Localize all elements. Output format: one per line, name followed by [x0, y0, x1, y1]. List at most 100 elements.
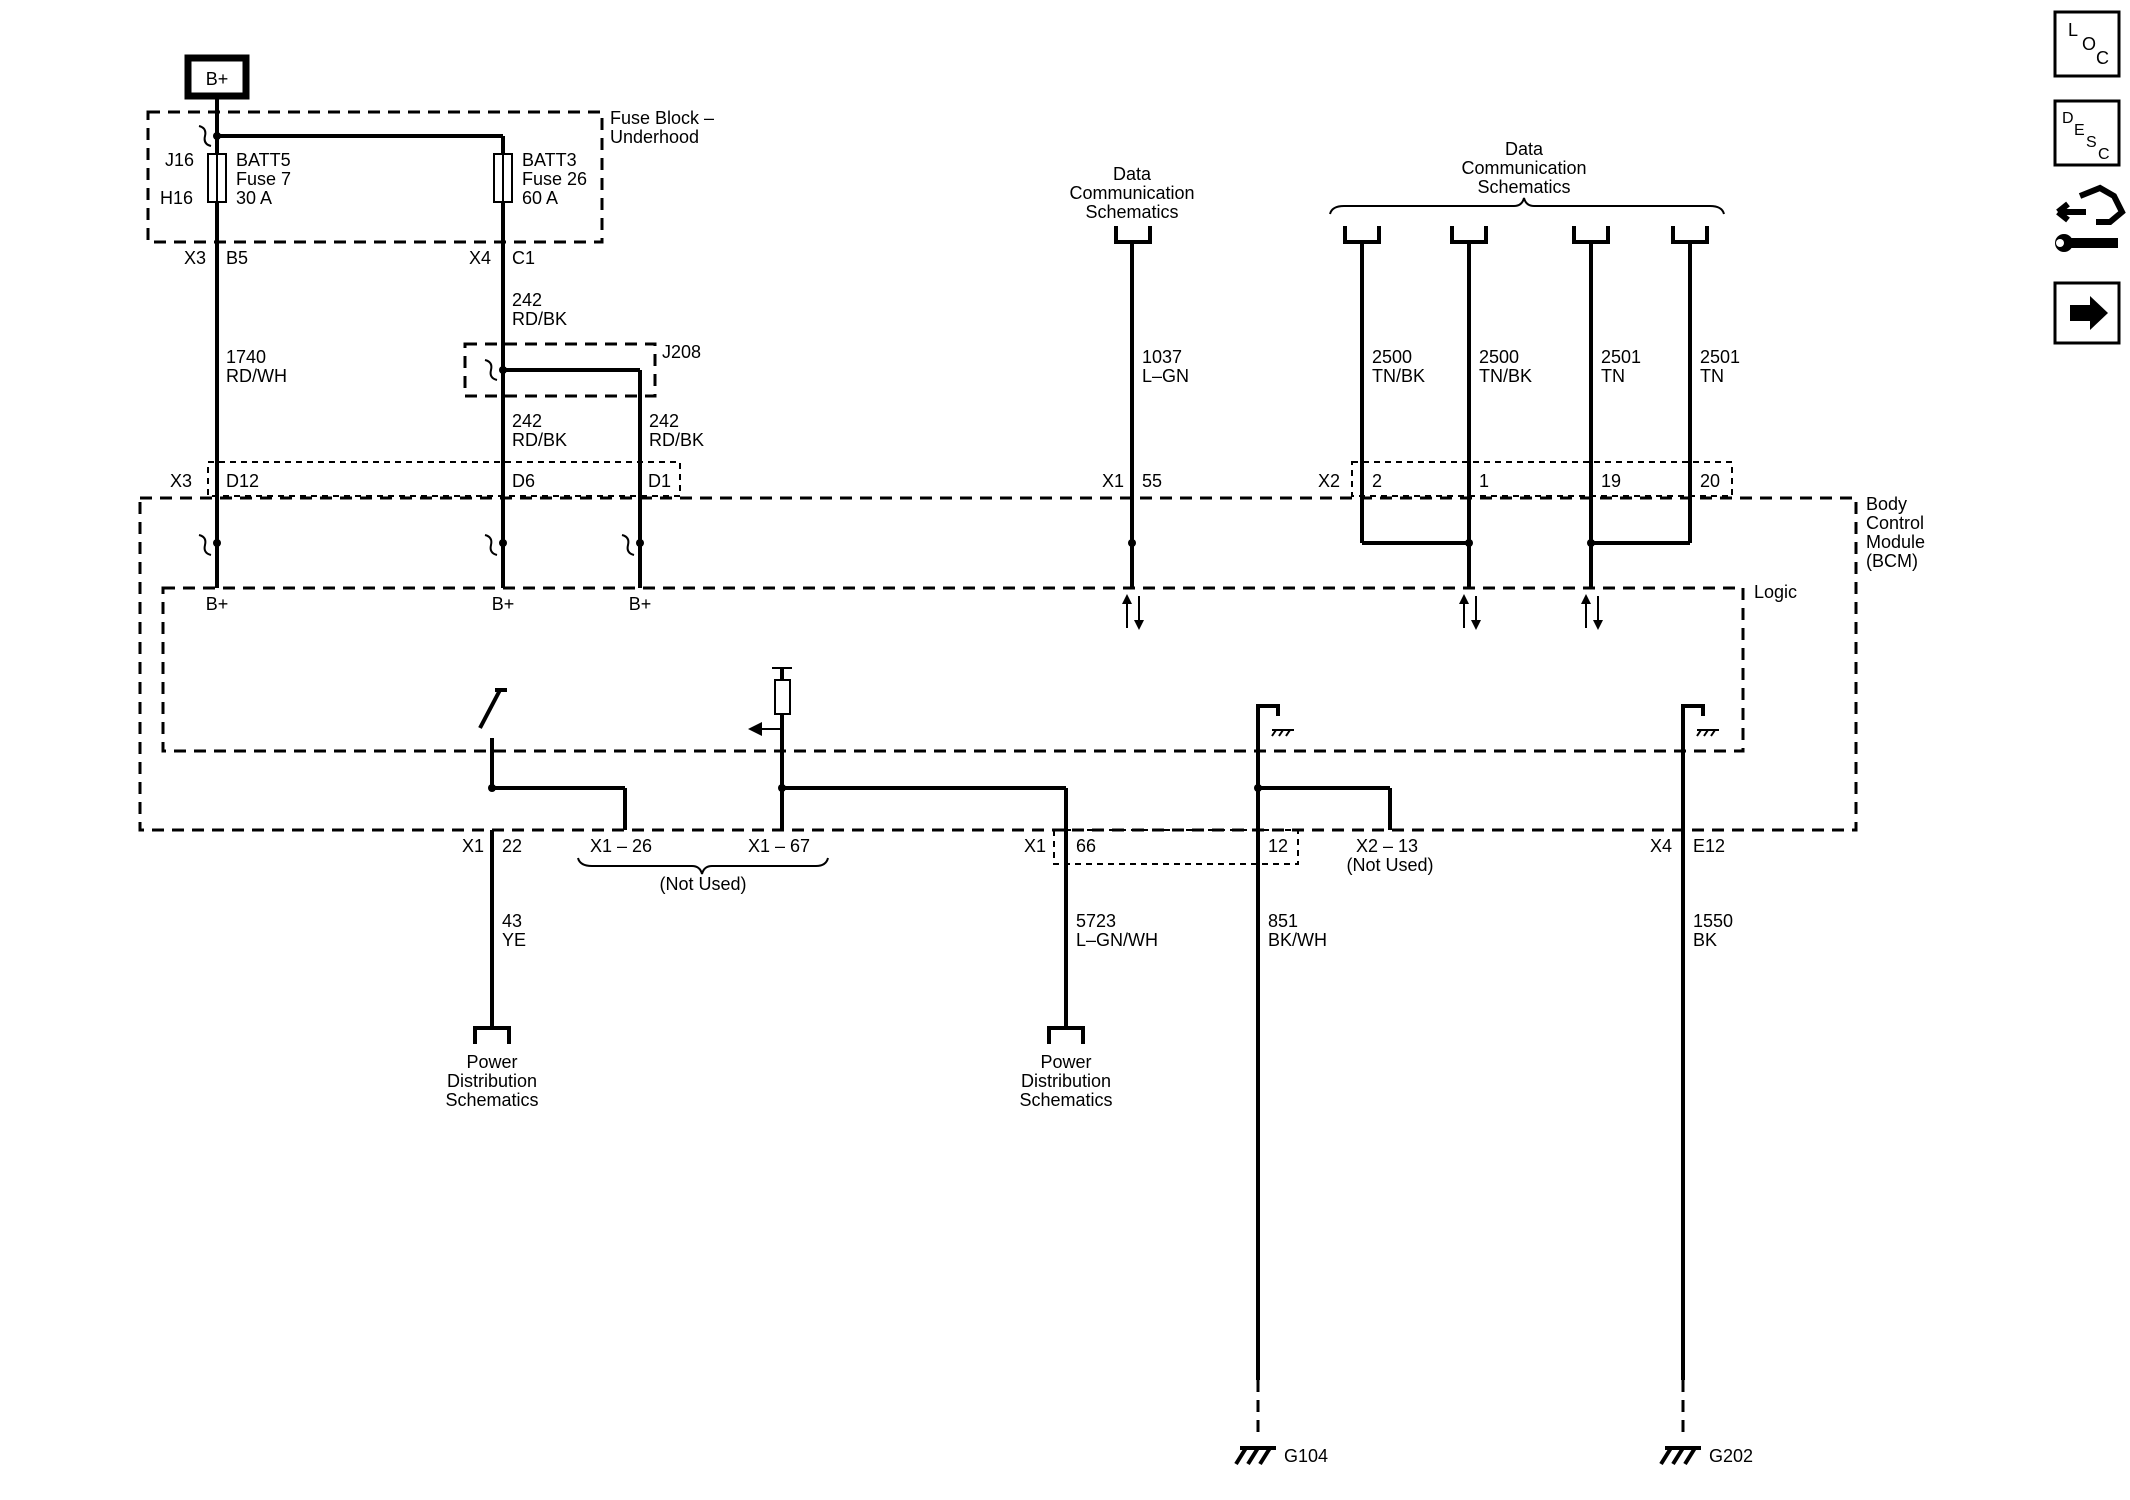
b-plus-input-1: B+ [206, 594, 229, 614]
wire-851-number: 851 [1268, 911, 1298, 931]
batt3-label-3: 60 A [522, 188, 558, 208]
pullup-resistor [774, 679, 791, 715]
repair-hand-wrench-icon[interactable] [2055, 184, 2126, 252]
not-used-label-2: (Not Used) [1346, 855, 1433, 875]
wire-5723-number: 5723 [1076, 911, 1116, 931]
wire-5723-color: L–GN/WH [1076, 930, 1158, 950]
pds2-reference [1047, 1026, 1085, 1044]
wire-242c-color: RD/BK [649, 430, 704, 450]
wire-2501b-color: TN [1700, 366, 1724, 386]
bcm-label-3: Module [1866, 532, 1925, 552]
x2-connector [1351, 461, 1733, 497]
wire-2500b-number: 2500 [1479, 347, 1519, 367]
desc-button[interactable]: D E S C [2053, 99, 2121, 167]
wire-851-color: BK/WH [1268, 930, 1327, 950]
pin-1: 1 [1479, 471, 1489, 491]
b-plus-input-3: B+ [629, 594, 652, 614]
wire-43-color: YE [502, 930, 526, 950]
splice-2500 [1465, 539, 1473, 547]
pds1-reference [473, 1026, 511, 1044]
fuse-block-label-1: Fuse Block – [610, 108, 714, 128]
b-plus-box-label: B+ [206, 69, 229, 89]
wire-242a-number: 242 [512, 290, 542, 310]
dcs2-label-2: Communication [1461, 158, 1586, 178]
dcs1-reference [1114, 226, 1152, 244]
bcm-label-1: Body [1866, 494, 1907, 514]
batt5-label-3: 30 A [236, 188, 272, 208]
g104-label: G104 [1284, 1446, 1328, 1466]
desc-letter-c: C [2098, 146, 2110, 163]
wire-2500b-color: TN/BK [1479, 366, 1532, 386]
pds1-label-2: Distribution [447, 1071, 537, 1091]
b-plus-input-2: B+ [492, 594, 515, 614]
desc-icon[interactable] [2053, 99, 2121, 167]
wire-1740-color: RD/WH [226, 366, 287, 386]
wire-242c-number: 242 [649, 411, 679, 431]
output-switch-blade [478, 689, 502, 729]
wire-242b-color: RD/BK [512, 430, 567, 450]
bcm-ground-2-icon [1696, 729, 1719, 737]
bcm-conn-mark-2 [484, 534, 498, 556]
not-used-label-1: (Not Used) [659, 874, 746, 894]
bcm-outline [138, 496, 1858, 832]
next-page-button[interactable] [2053, 281, 2121, 345]
pin-e12: E12 [1693, 836, 1725, 856]
batt3-label-1: BATT3 [522, 150, 577, 170]
loc-button[interactable]: L O C [2053, 10, 2121, 78]
bcm-conn-mark-1 [198, 534, 212, 556]
wire-1550-color: BK [1693, 930, 1717, 950]
bcm-node-1 [213, 539, 221, 547]
wire-1037-number: 1037 [1142, 347, 1182, 367]
pin-d12: D12 [226, 471, 259, 491]
wire-242a-color: RD/BK [512, 309, 567, 329]
wire-2501a-color: TN [1601, 366, 1625, 386]
pin-66: 66 [1076, 836, 1096, 856]
x3-connector [207, 461, 681, 497]
x1-22-label: X1 [462, 836, 484, 856]
x1-66-label: X1 [1024, 836, 1046, 856]
dcs2-ref-3 [1572, 226, 1610, 244]
wire-2501a-number: 2501 [1601, 347, 1641, 367]
desc-letter-e: E [2074, 122, 2085, 139]
pds1-label-3: Schematics [445, 1090, 538, 1110]
h16-label: H16 [160, 188, 193, 208]
desc-letter-d: D [2062, 110, 2074, 127]
wire-2501b-number: 2501 [1700, 347, 1740, 367]
x3-top-label: X3 [184, 248, 206, 268]
splice-2501 [1587, 539, 1595, 547]
j16-label: J16 [165, 150, 194, 170]
x4-bottom-label: X4 [1650, 836, 1672, 856]
wire-2500a-number: 2500 [1372, 347, 1412, 367]
wire-1037-color: L–GN [1142, 366, 1189, 386]
c1-label: C1 [512, 248, 535, 268]
wire-43-number: 43 [502, 911, 522, 931]
pin-55: 55 [1142, 471, 1162, 491]
x1-67-label: X1 – 67 [748, 836, 810, 856]
loc-icon[interactable] [2053, 10, 2121, 78]
dcs1-label-3: Schematics [1085, 202, 1178, 222]
not-used-brace-1 [577, 857, 829, 875]
desc-letter-s: S [2086, 134, 2097, 151]
sense-arrow-icon [748, 722, 762, 736]
dcs2-ref-1 [1343, 226, 1381, 244]
dcs2-ref-2 [1450, 226, 1488, 244]
g202-ground-icon [1659, 1446, 1701, 1466]
bcm-conn-mark-3 [621, 534, 635, 556]
g202-label: G202 [1709, 1446, 1753, 1466]
pin-19: 19 [1601, 471, 1621, 491]
pds1-label-1: Power [466, 1052, 517, 1072]
loc-letter-l: L [2068, 20, 2078, 40]
dcs2-label-3: Schematics [1477, 177, 1570, 197]
x1-26-label: X1 – 26 [590, 836, 652, 856]
pds2-label-3: Schematics [1019, 1090, 1112, 1110]
data-arrows-2501 [1581, 594, 1603, 630]
pin-22: 22 [502, 836, 522, 856]
x1-55-label: X1 [1102, 471, 1124, 491]
data-arrows-2500 [1459, 594, 1481, 630]
pds2-label-2: Distribution [1021, 1071, 1111, 1091]
pin-d1: D1 [648, 471, 671, 491]
bcm-node-2 [499, 539, 507, 547]
logic-label: Logic [1754, 582, 1797, 602]
pin-d6: D6 [512, 471, 535, 491]
j208-label: J208 [662, 342, 701, 362]
